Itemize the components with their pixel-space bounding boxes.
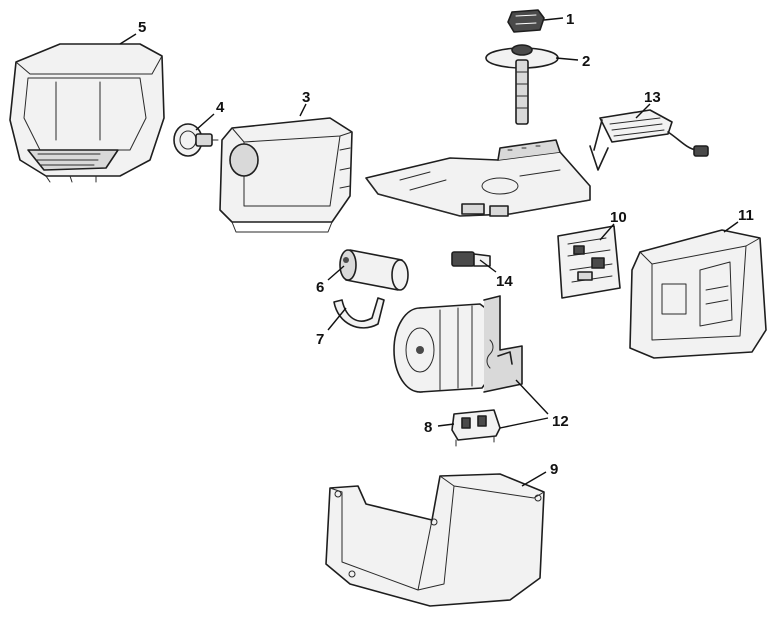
- leader-lines: [119, 17, 739, 487]
- callout-1: 1: [566, 11, 574, 28]
- callout-11: 11: [738, 207, 754, 224]
- part-8-terminal-block: [451, 409, 501, 447]
- part-2-drive-shaft: [485, 44, 559, 125]
- part-4-drive-gear: [173, 123, 219, 157]
- callout-4: 4: [216, 99, 225, 116]
- part-1-connector: [507, 9, 545, 33]
- callout-2: 2: [582, 53, 590, 70]
- callout-3: 3: [302, 89, 310, 106]
- part-12-motor-assembly: [393, 295, 523, 393]
- part-11-end-panel: [629, 229, 767, 359]
- part-6-capacitor: [339, 249, 409, 291]
- part-3-housing: [219, 117, 353, 233]
- callout-5: 5: [138, 19, 146, 36]
- callout-10: 10: [610, 209, 627, 226]
- part-13-power-cord: [589, 109, 709, 171]
- chassis-plate: [365, 139, 591, 217]
- callout-12: 12: [552, 413, 569, 430]
- callout-6: 6: [316, 279, 324, 296]
- callout-13: 13: [644, 89, 661, 106]
- part-10-circuit-board: [557, 225, 621, 299]
- part-5-cover-housing: [9, 43, 165, 183]
- callout-labels: 1 2 3 4 5 6 7 8 9 10 11 12 13 14: [138, 11, 754, 478]
- callout-8: 8: [424, 419, 432, 436]
- callout-9: 9: [550, 461, 558, 478]
- part-14-sensor: [451, 251, 491, 267]
- part-9-base-tray: [325, 473, 545, 607]
- callout-7: 7: [316, 331, 324, 348]
- callout-14: 14: [496, 273, 513, 290]
